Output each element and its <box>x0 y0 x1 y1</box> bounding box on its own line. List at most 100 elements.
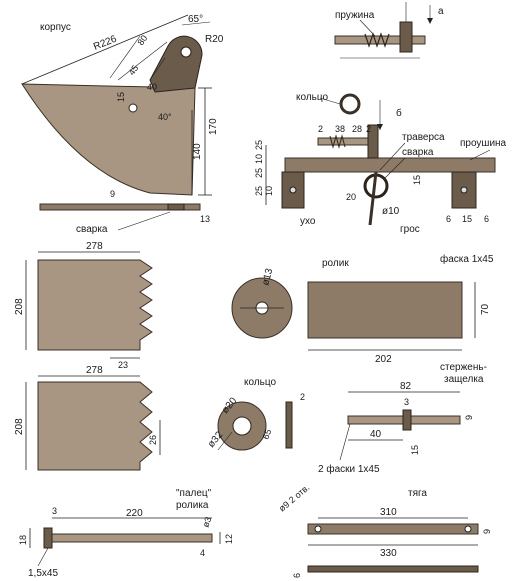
label-koltso-2: 2 <box>300 392 305 402</box>
ring-part: кольцо 2 ø20 ø32 65 <box>206 377 305 451</box>
korpus-plate <box>39 203 201 211</box>
label-40: 40 <box>147 82 157 92</box>
label-faski: 2 фаски 1x45 <box>318 463 380 475</box>
label-70: 70 <box>480 303 491 315</box>
label-ukho: ухо <box>300 216 316 227</box>
label-330: 330 <box>380 548 397 559</box>
label-220: 220 <box>126 508 143 519</box>
plate-2-body <box>37 381 153 471</box>
label-faska: фаска 1x45 <box>440 253 494 265</box>
tie-rod-side <box>307 565 479 573</box>
label-15b: 15 <box>412 175 422 185</box>
roller-part: ролик ø13 фаска 1x45 70 202 <box>231 253 494 365</box>
label-b: б <box>396 107 402 119</box>
spring-block <box>399 21 413 53</box>
label-plate2-26: 26 <box>148 435 158 445</box>
label-170: 170 <box>208 118 219 135</box>
korpus-body <box>21 83 196 196</box>
latch-rod-part: стержень- защелка 82 3 9 40 15 2 фаски 1… <box>318 362 487 475</box>
pin-shaft <box>51 533 213 543</box>
tie-rod-part: тяга ø9 2 отв. 310 330 6 9 <box>277 482 492 578</box>
label-dia13: ø13 <box>260 267 275 287</box>
label-tyaga-9: 9 <box>482 529 492 534</box>
label-9: 9 <box>110 189 115 199</box>
label-140: 140 <box>192 143 203 160</box>
label-40: 40 <box>370 429 382 440</box>
label-65deg: 65° <box>188 14 203 25</box>
label-svarka-1: сварка <box>76 224 108 235</box>
label-2b: 2 <box>366 124 371 134</box>
traverse-beam <box>284 157 496 173</box>
spring-detail: пружина а <box>334 2 444 59</box>
korpus-hole <box>128 103 138 113</box>
label-6a: 6 <box>446 214 451 224</box>
label-plate1-23: 23 <box>118 360 128 370</box>
plate-1-body <box>37 259 153 351</box>
label-plate1-208: 208 <box>14 298 25 315</box>
ear-hole <box>180 46 192 58</box>
label-38: 38 <box>335 124 345 134</box>
ring-koltso <box>339 93 361 115</box>
label-dia9: ø9 2 отв. <box>277 482 312 513</box>
label-r20: R20 <box>205 34 224 45</box>
korpus-part: корпус R226 65° R20 80 45 40 15 40° 170 … <box>21 14 224 235</box>
label-pin-15x45: 1,5x45 <box>28 568 58 579</box>
label-13: 13 <box>200 214 210 224</box>
spring-coil <box>364 32 390 48</box>
label-koltso-65: 65 <box>260 428 273 441</box>
traverse-assembly: кольцо б 2 38 28 2 траверса сварка проуш… <box>254 92 507 235</box>
label-20: 20 <box>346 192 356 202</box>
label-plate2-208: 208 <box>14 418 25 435</box>
label-koltso: кольцо <box>244 377 276 388</box>
latch-post <box>367 124 379 159</box>
label-svarka-2: сварка <box>402 147 434 158</box>
roller-side-view <box>307 281 463 339</box>
label-pin-3: 3 <box>52 506 57 516</box>
label-3: 3 <box>404 397 409 407</box>
label-zashchelka: защелка <box>444 374 484 385</box>
label-15c: 15 <box>462 214 472 224</box>
label-pin-dia3: ø3 <box>200 515 213 528</box>
label-pruzhina: пружина <box>335 10 375 21</box>
plate-2: 278 208 26 <box>14 365 161 471</box>
label-tyaga: тяга <box>408 488 427 499</box>
ring-bore <box>232 416 252 436</box>
label-pin-18: 18 <box>18 535 28 545</box>
weld-strip <box>167 203 185 211</box>
label-25b: 25 <box>254 168 264 178</box>
label-pin-12: 12 <box>224 534 234 544</box>
label-sterzhen: стержень- <box>440 362 487 373</box>
pin-head <box>43 527 53 549</box>
label-40deg: 40° <box>158 112 172 122</box>
label-80: 80 <box>135 33 149 47</box>
label-82: 82 <box>400 381 412 392</box>
label-tyaga-6: 6 <box>292 573 302 578</box>
label-15: 15 <box>116 92 126 102</box>
label-plate2-278: 278 <box>86 365 103 376</box>
korpus-ear <box>149 35 203 93</box>
label-10a: 10 <box>254 154 264 164</box>
r226-line <box>21 14 189 85</box>
label-a: а <box>438 6 444 17</box>
label-plate1-278: 278 <box>86 241 103 252</box>
tie-rod-body <box>307 523 479 535</box>
label-pin-4: 4 <box>200 548 205 558</box>
label-rolika: ролика <box>176 500 209 511</box>
label-proushina: проушина <box>460 138 507 149</box>
label-202: 202 <box>375 354 392 365</box>
roller-pin-part: "палец" ролика 220 3 ø3 12 18 4 1,5x45 <box>18 488 234 579</box>
label-9: 9 <box>464 415 474 420</box>
label-gros: грос <box>400 224 420 235</box>
label-dia10: ø10 <box>382 206 400 217</box>
latch-rod-collar <box>402 409 412 431</box>
label-r226: R226 <box>92 33 119 52</box>
ring-side <box>285 401 293 449</box>
plate-1: 278 208 23 <box>14 241 153 370</box>
label-10b: 10 <box>264 186 274 196</box>
label-rolik: ролик <box>322 258 349 269</box>
label-korpus: корпус <box>40 22 71 33</box>
label-28: 28 <box>352 124 362 134</box>
label-palets: "палец" <box>176 488 212 499</box>
label-45: 45 <box>126 63 140 77</box>
label-310: 310 <box>380 507 397 518</box>
